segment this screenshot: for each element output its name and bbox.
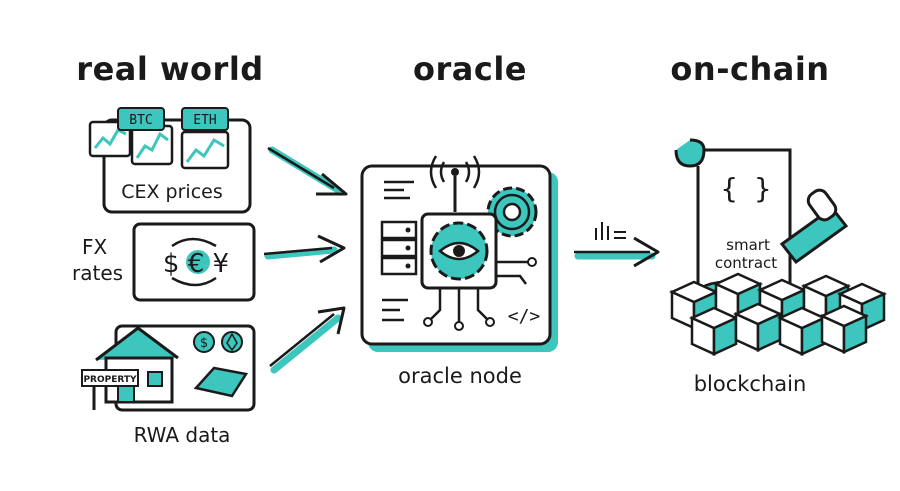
fx-label-line2: rates [72, 261, 123, 285]
rwa-panel: PROPERTY $ RWA data [81, 324, 256, 447]
arrow-cex-to-oracle [267, 146, 348, 196]
arrow-oracle-to-chain [574, 222, 660, 268]
currency-symbols: $ € ¥ [163, 249, 229, 279]
antenna-icon [429, 155, 481, 212]
dollar-coin-icon: $ [193, 331, 215, 353]
smart-contract-line2: contract [715, 254, 777, 272]
server-stack-icon [380, 220, 418, 276]
gold-bar-icon [193, 366, 249, 398]
block-cube [732, 302, 784, 352]
arrow-rwa-to-oracle [269, 306, 346, 374]
column-title-oracle: oracle [413, 50, 527, 88]
stamp-icon [779, 188, 849, 265]
cex-prices-panel: BTC ETH CEX prices [88, 107, 252, 214]
column-title-on-chain: on-chain [670, 50, 830, 88]
property-sign-text: PROPERTY [83, 375, 137, 385]
block-cube [776, 306, 828, 356]
rwa-label: RWA data [134, 423, 231, 447]
fx-label-line1: FX [82, 235, 108, 259]
block-cube [688, 306, 740, 356]
smart-contract-line1: smart [726, 236, 770, 254]
eye-gear-icon [420, 212, 498, 290]
block-cube [818, 304, 870, 354]
house-icon [95, 326, 179, 404]
code-icon: </> [508, 306, 541, 327]
svg-text:$: $ [200, 336, 208, 351]
eth-tag-text: ETH [193, 113, 216, 128]
column-title-real-world: real world [76, 50, 264, 88]
btc-tag-text: BTC [129, 113, 152, 128]
blockchain-cubes [668, 272, 888, 356]
cex-prices-label: CEX prices [121, 181, 223, 203]
arrow-fx-to-oracle [263, 234, 346, 264]
eth-tag: ETH [181, 107, 229, 131]
blockchain-label: blockchain [693, 372, 807, 396]
btc-tag: BTC [117, 107, 165, 131]
property-sign: PROPERTY [81, 369, 139, 410]
arrows-sources-to-oracle [263, 146, 348, 374]
oracle-node-label: oracle node [398, 364, 522, 388]
circuit-lines [382, 257, 537, 331]
oracle-node-panel: </> [360, 155, 558, 352]
gear-icon [486, 186, 538, 238]
currency-exchange-icon: $ € ¥ [163, 237, 229, 287]
fx-rates-panel: FX rates $ € ¥ [72, 222, 256, 302]
eth-coin-icon [221, 331, 243, 353]
braces-icon: { } [721, 172, 772, 205]
text-lines-icon [384, 180, 414, 200]
